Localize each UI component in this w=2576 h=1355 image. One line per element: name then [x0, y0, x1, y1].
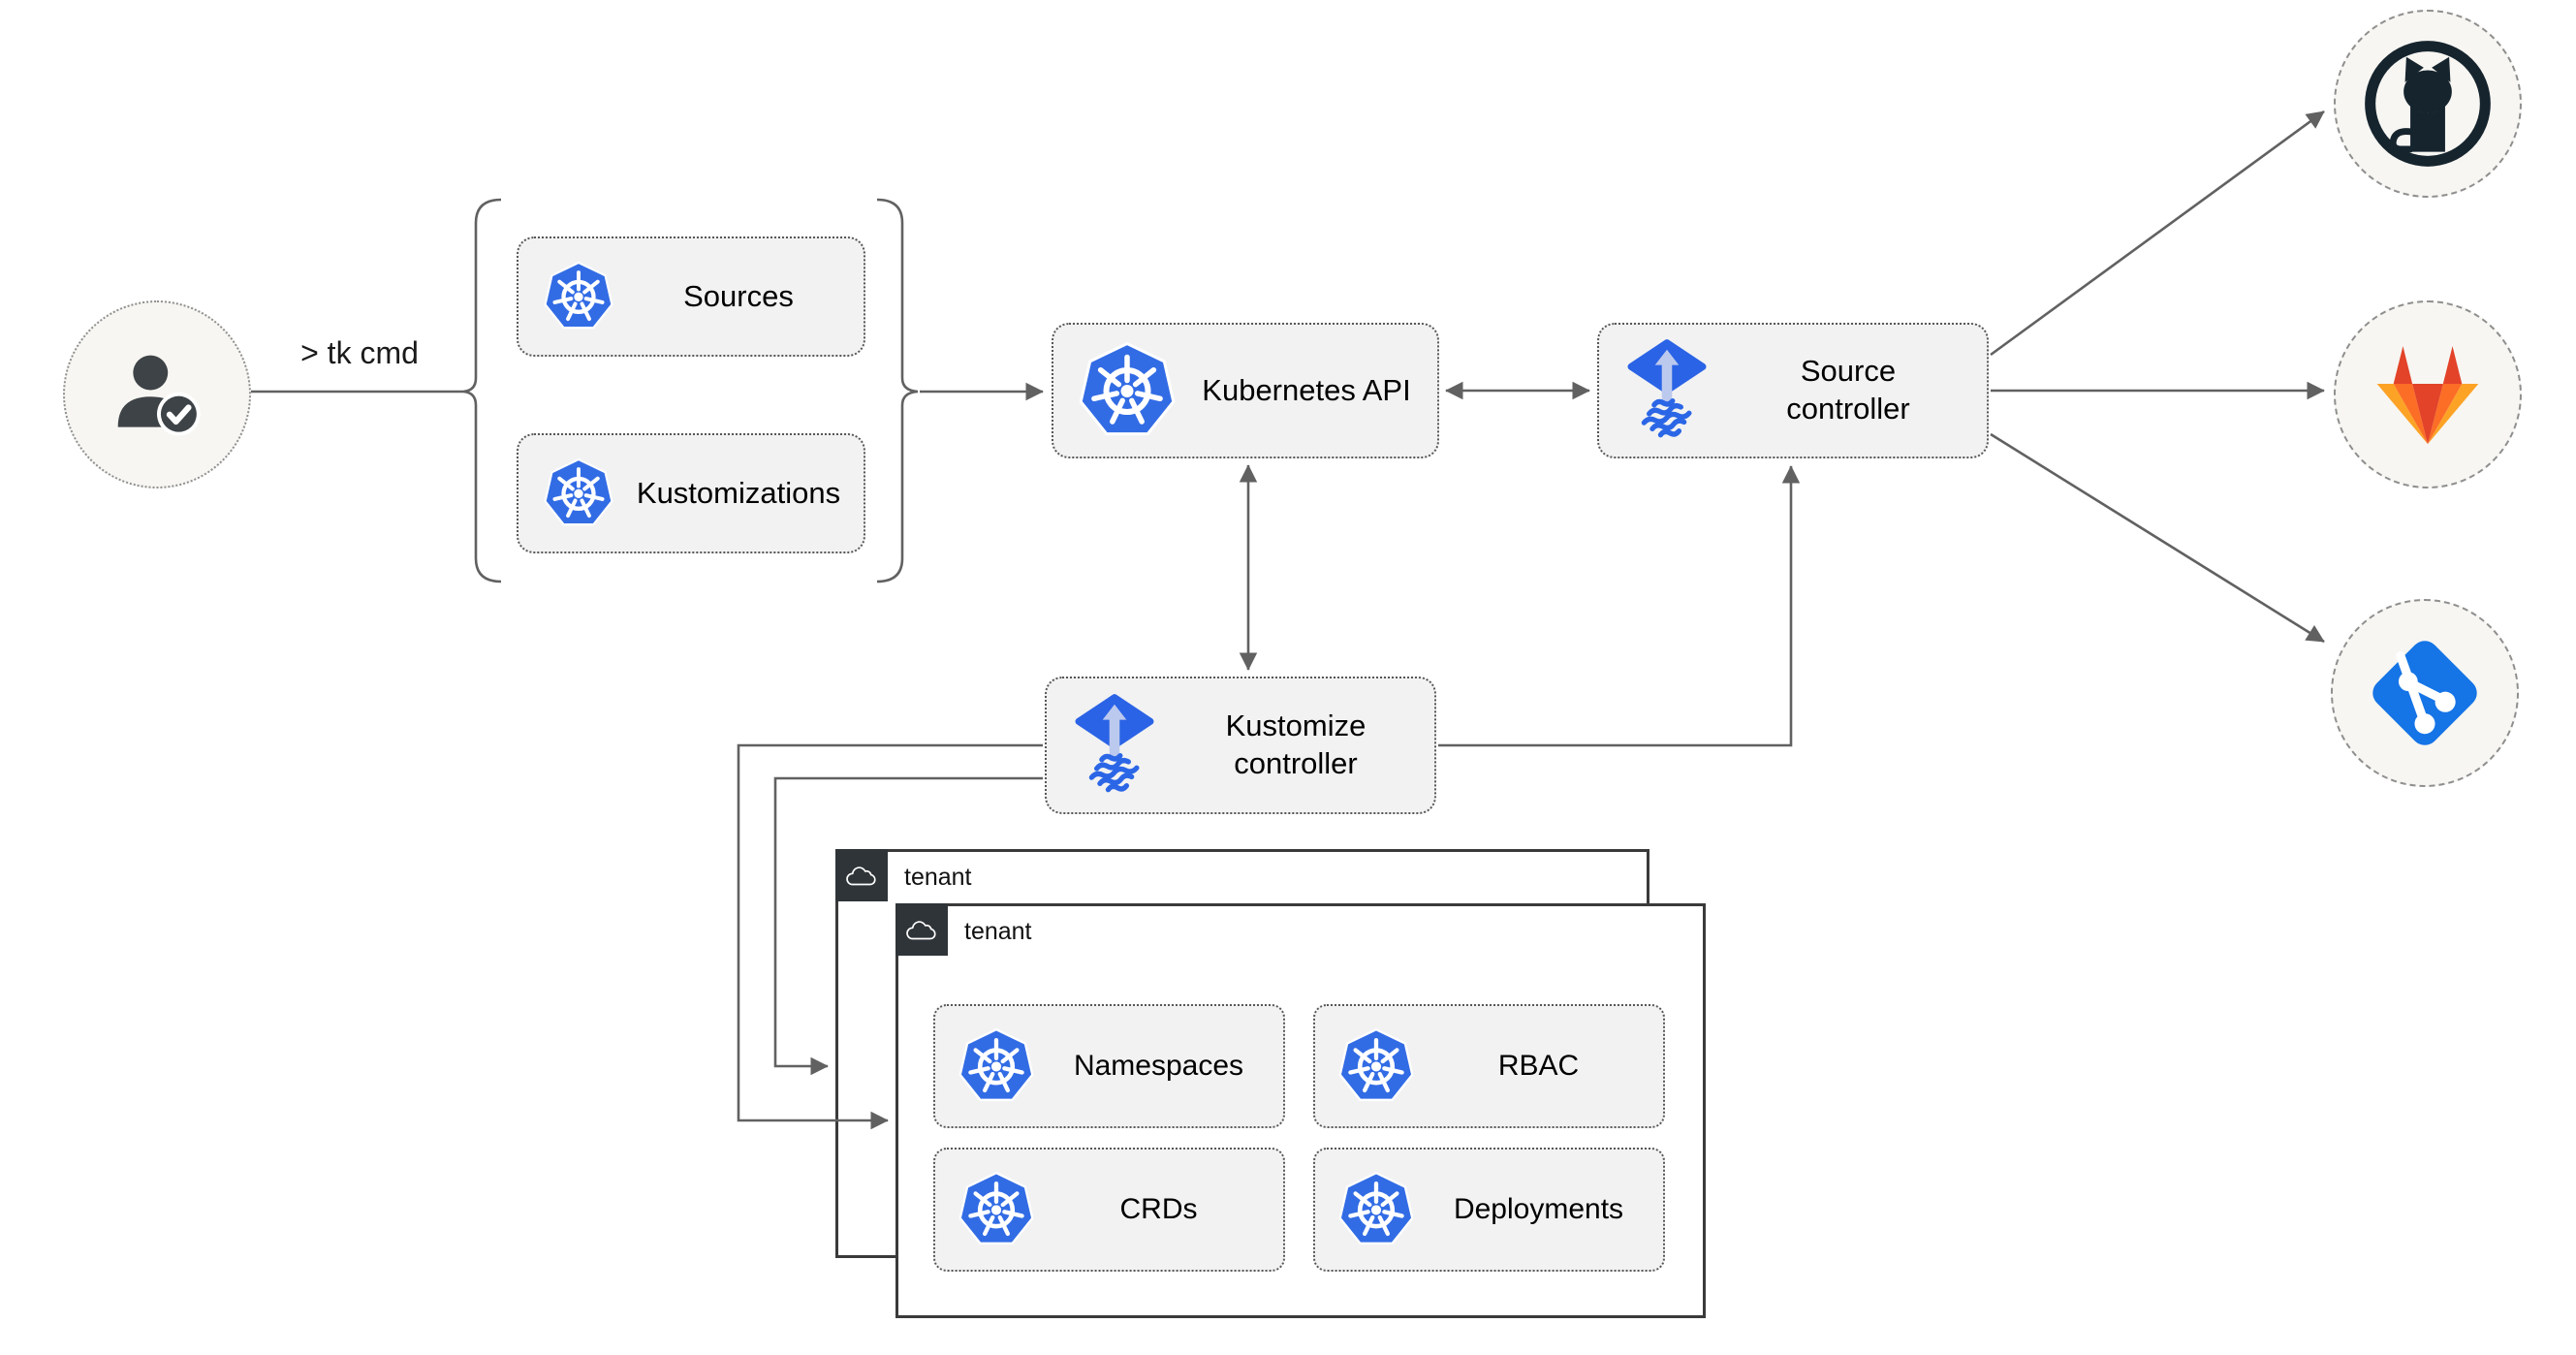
kubernetes-icon [958, 1170, 1034, 1249]
user-check-icon [103, 340, 211, 449]
kubernetes-icon [544, 457, 613, 530]
github-icon [2361, 37, 2495, 171]
gitlab-icon [2369, 340, 2487, 449]
crds-node: CRDs [933, 1148, 1285, 1272]
kubernetes-icon [544, 260, 613, 333]
tenant-label: tenant [904, 864, 972, 891]
cloud-icon [903, 915, 940, 944]
edge-source-to-github [1990, 110, 2325, 357]
github-node [2334, 10, 2522, 198]
deployments-node: Deployments [1313, 1148, 1665, 1272]
kubernetes-icon [1338, 1170, 1414, 1249]
tenant-label: tenant [964, 918, 1032, 945]
group-bracket-left [462, 198, 502, 583]
kustomize-controller-node: Kustomize controller [1045, 677, 1436, 814]
sources-node: Sources [517, 236, 865, 357]
kubernetes-icon [1079, 339, 1176, 442]
cli-command-label: > tk cmd [300, 335, 419, 370]
kustomizations-node: Kustomizations [517, 433, 865, 553]
gitlab-node [2334, 300, 2522, 488]
kubernetes-api-node: Kubernetes API [1052, 323, 1439, 458]
sources-label: Sources [683, 278, 794, 313]
flux-icon [1072, 692, 1157, 799]
edge-source-to-git [1990, 432, 2325, 644]
kubernetes-api-label: Kubernetes API [1202, 372, 1411, 407]
crds-label: CRDs [1119, 1193, 1198, 1226]
source-controller-label: Source controller [1786, 354, 1910, 425]
tenant-tab [835, 849, 888, 901]
kubernetes-icon [1338, 1026, 1414, 1106]
deployments-label: Deployments [1453, 1193, 1624, 1226]
flux-icon [1624, 337, 1710, 444]
git-icon [2361, 629, 2489, 757]
tenant-tab [895, 903, 948, 956]
user-node [63, 300, 251, 488]
namespaces-label: Namespaces [1073, 1050, 1244, 1083]
cloud-icon [843, 861, 880, 890]
namespaces-node: Namespaces [933, 1004, 1285, 1128]
kustomizations-label: Kustomizations [636, 475, 841, 510]
kubernetes-icon [958, 1026, 1034, 1106]
rbac-label: RBAC [1497, 1050, 1580, 1083]
edge-kustomize-to-source [1438, 465, 1801, 747]
git-node [2331, 599, 2519, 787]
group-bracket-right [876, 198, 919, 583]
kustomize-controller-label: Kustomize controller [1225, 709, 1367, 780]
source-controller-node: Source controller [1597, 323, 1989, 458]
rbac-node: RBAC [1313, 1004, 1665, 1128]
